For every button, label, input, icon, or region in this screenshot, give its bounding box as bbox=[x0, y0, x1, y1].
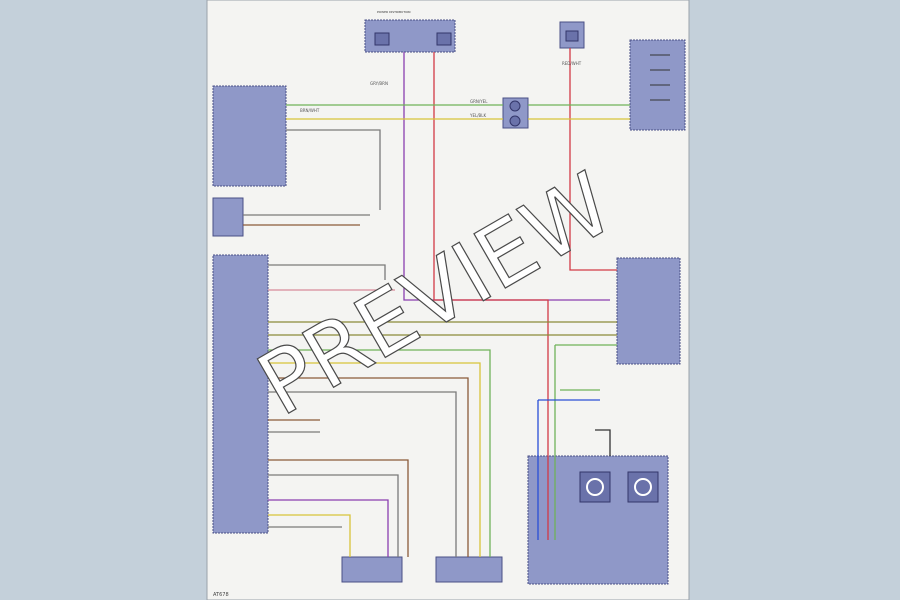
wire-labels: GRY/BRN RED/WHT BRN/WHT GRN/YEL YEL/BLK bbox=[300, 61, 582, 118]
wire-label-green: GRN/YEL bbox=[470, 99, 488, 104]
top-left-module: POWER DISTRIBUTION bbox=[364, 10, 456, 53]
center-splice bbox=[502, 97, 529, 129]
svg-text:POWER DISTRIBUTION: POWER DISTRIBUTION bbox=[377, 10, 411, 14]
wires bbox=[243, 48, 630, 557]
bottom-module-left bbox=[341, 556, 403, 583]
actuator-icon-left bbox=[579, 471, 611, 503]
wire-label-mid: BRN/WHT bbox=[300, 108, 320, 113]
bottom-module-mid bbox=[435, 556, 503, 583]
page-label: AT678 bbox=[213, 592, 229, 598]
left-module-main bbox=[212, 254, 269, 534]
wire-label-top-right: RED/WHT bbox=[562, 61, 582, 66]
wire-label-top-left: GRY/BRN bbox=[370, 81, 388, 86]
top-right-module bbox=[559, 21, 585, 49]
right-module-middle bbox=[616, 257, 681, 365]
wire-label-yellow: YEL/BLK bbox=[469, 113, 487, 118]
actuator-icon-right bbox=[627, 471, 659, 503]
left-module-small bbox=[212, 197, 244, 237]
steering-switch-module bbox=[629, 39, 686, 131]
left-module-upper bbox=[212, 85, 287, 187]
